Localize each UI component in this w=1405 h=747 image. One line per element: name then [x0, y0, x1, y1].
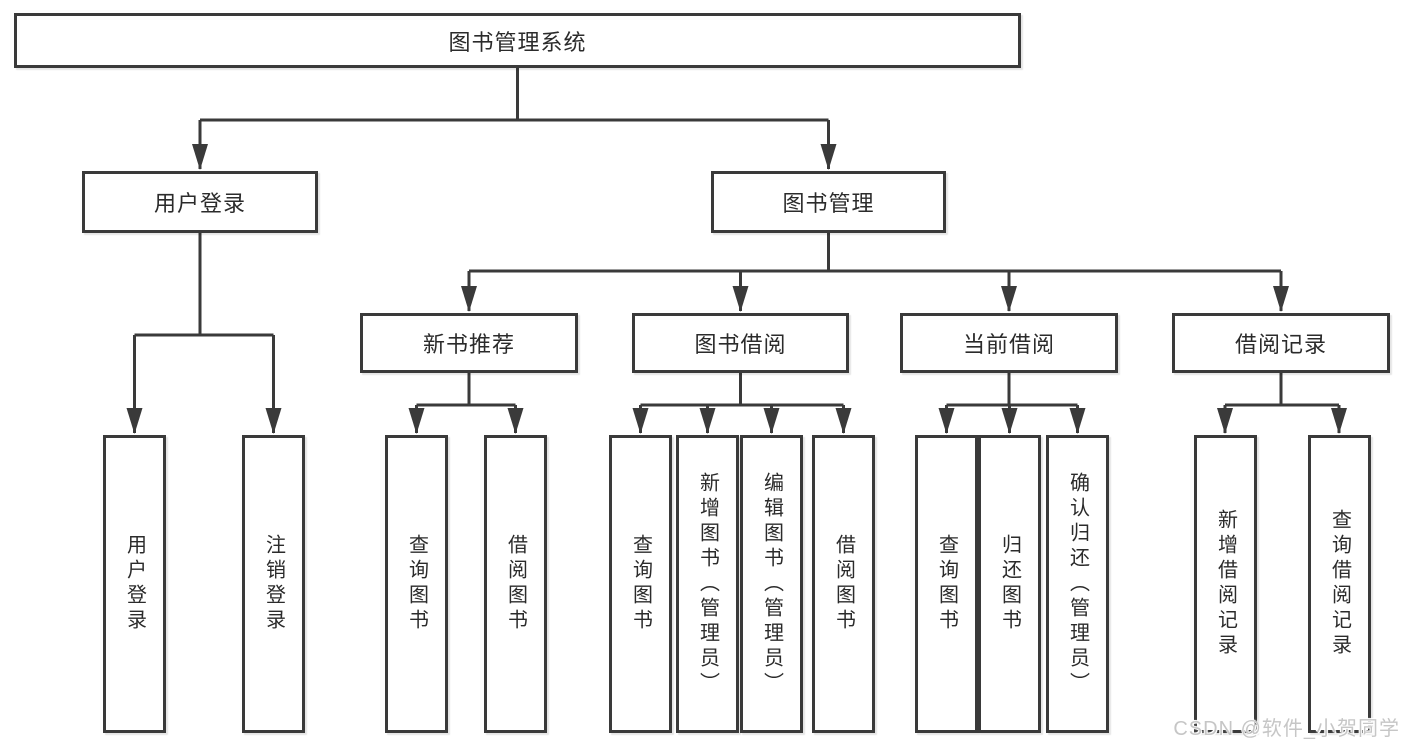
leaf-edit-book-admin: 编辑图书（管理员） [740, 435, 803, 733]
leaf-query-book-current: 查询图书 [915, 435, 978, 733]
leaf-query-book-recommend: 查询图书 [385, 435, 448, 733]
leaf-add-book-admin: 新增图书（管理员） [676, 435, 739, 733]
node-book-management: 图书管理 [711, 171, 946, 233]
connector-record-bar [1225, 373, 1339, 407]
node-user-login: 用户登录 [82, 171, 318, 233]
connector-borrow-bar [640, 373, 844, 407]
node-new-book-recommend: 新书推荐 [360, 313, 578, 373]
node-library-system: 图书管理系统 [14, 13, 1021, 68]
node-book-borrow: 图书借阅 [632, 313, 849, 373]
leaf-return-book: 归还图书 [978, 435, 1041, 733]
leaf-add-borrow-record: 新增借阅记录 [1194, 435, 1257, 733]
leaf-query-book-borrow: 查询图书 [609, 435, 672, 733]
leaf-borrow-book: 借阅图书 [812, 435, 875, 733]
connector-bookmgmt-bar [469, 233, 1281, 273]
connector-root-bar [200, 68, 829, 122]
connector-userlogin-bar [134, 233, 274, 337]
leaf-query-borrow-record: 查询借阅记录 [1308, 435, 1371, 733]
connector-newbook-bar [416, 373, 516, 407]
leaf-borrow-book-recommend: 借阅图书 [484, 435, 547, 733]
node-current-borrow: 当前借阅 [900, 313, 1118, 373]
connector-current-bar [946, 373, 1078, 407]
leaf-user-login: 用户登录 [103, 435, 166, 733]
csdn-watermark: CSDN @软件_小贺同学 [1173, 718, 1400, 740]
leaf-logout: 注销登录 [242, 435, 305, 733]
leaf-confirm-return-admin: 确认归还（管理员） [1046, 435, 1109, 733]
node-borrow-record: 借阅记录 [1172, 313, 1390, 373]
